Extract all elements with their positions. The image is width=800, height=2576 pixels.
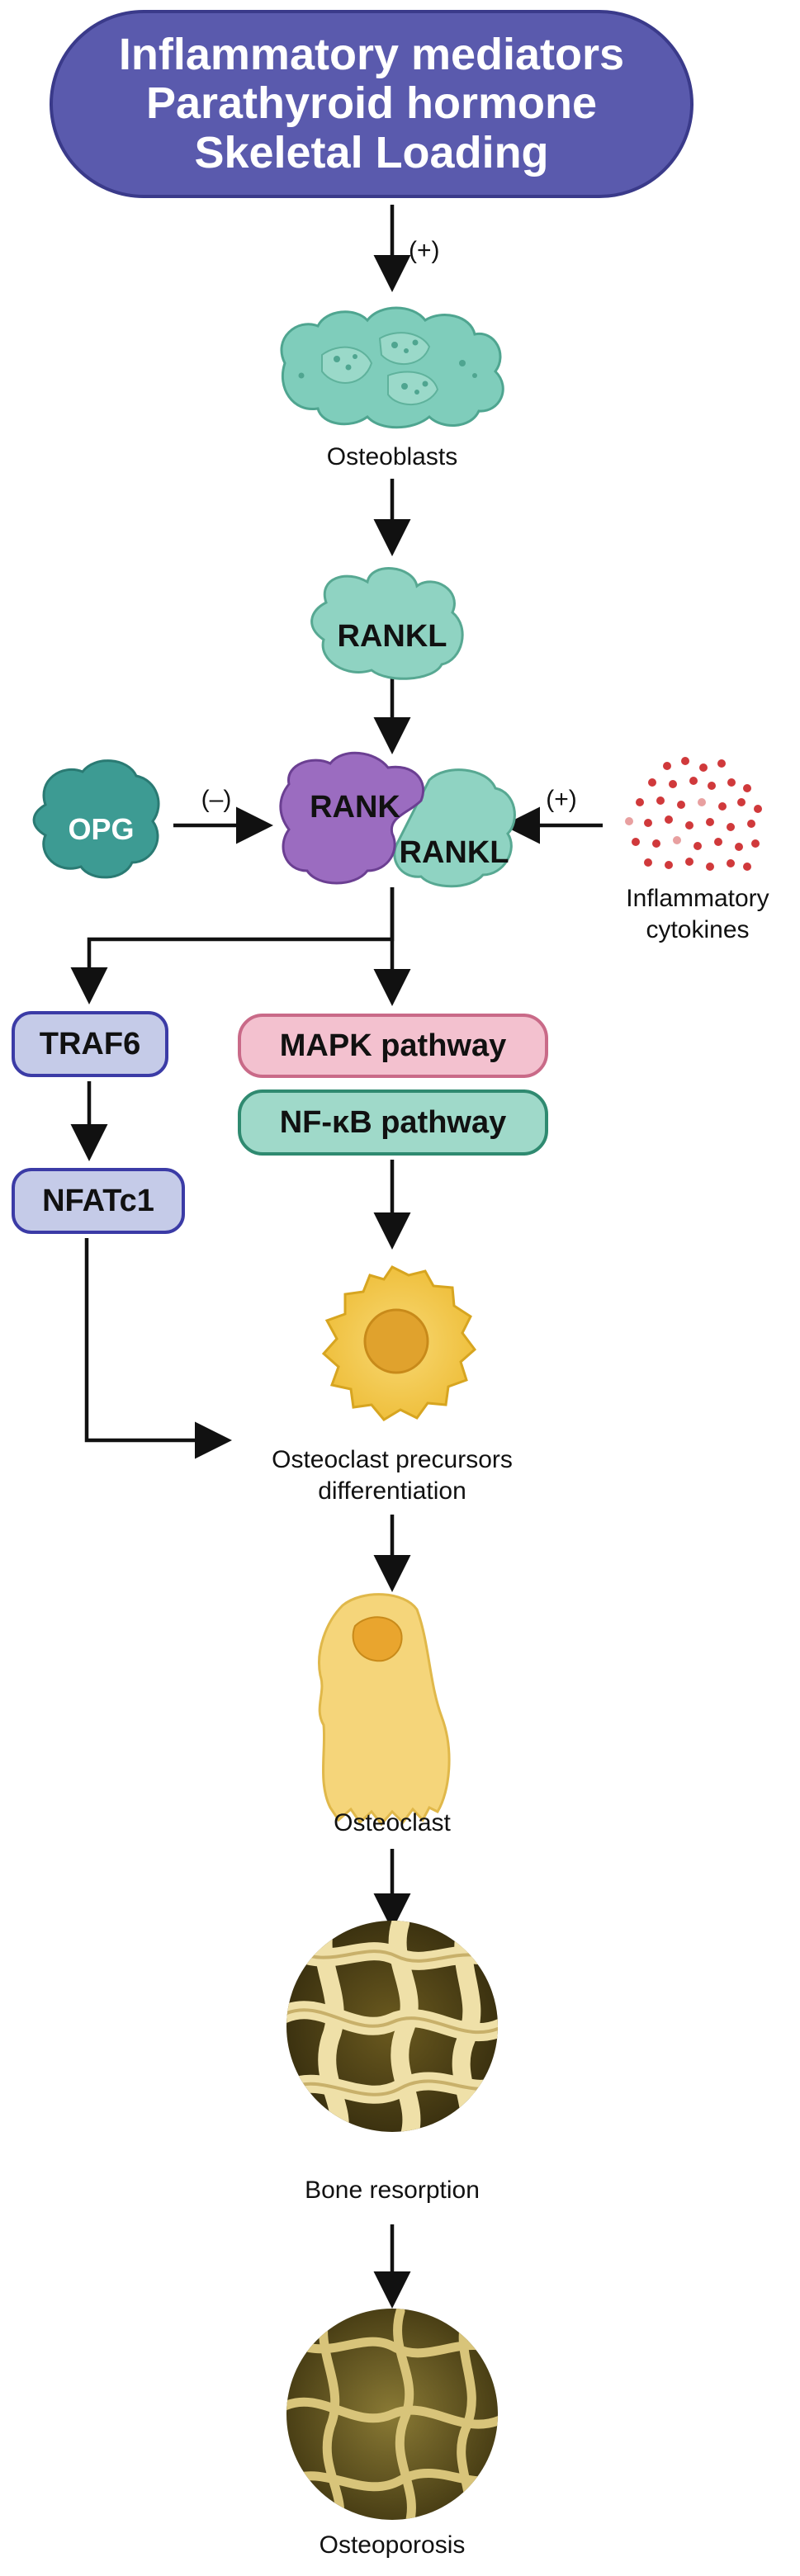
traf6-box: TRAF6: [12, 1011, 168, 1077]
bone-resorption-illustration: [286, 1921, 498, 2132]
mapk-pathway-box: MAPK pathway: [238, 1014, 548, 1078]
osteoporosis-illustration: [286, 2309, 498, 2520]
header-line-1: Inflammatory mediators: [118, 29, 625, 79]
header-line-2: Parathyroid hormone: [145, 78, 598, 129]
nfkb-pathway-box: NF-κB pathway: [238, 1089, 548, 1156]
opg-label: OPG: [68, 812, 135, 846]
osteoblasts-illustration: [280, 306, 504, 429]
osteoclast-precursors-label: Osteoclast precursors differentiation: [211, 1444, 574, 1506]
osteoclast-precursor-illustration: [321, 1265, 477, 1421]
plus-sign-top: (+): [409, 237, 440, 264]
osteoclast-precursors-line-1: Osteoclast precursors: [272, 1446, 513, 1473]
minus-sign-opg: (–): [201, 786, 232, 813]
rankl-complex-label: RANKL: [399, 835, 509, 870]
bone-resorption-label: Bone resorption: [305, 2177, 480, 2204]
inflammatory-cytokines-label: Inflammatory cytokines: [603, 883, 793, 945]
rankl-illustration: [310, 567, 464, 680]
inflammatory-cytokines-line-1: Inflammatory: [626, 885, 769, 912]
rank-rankl-complex-illustration: [279, 751, 516, 888]
osteoclast-precursors-line-2: differentiation: [318, 1477, 466, 1505]
rank-label: RANK: [310, 790, 400, 825]
arrow-nfatc1-to-precursor: [84, 1238, 232, 1459]
cytokine-dots: [625, 757, 762, 871]
arrow-complex-to-traf6: [70, 887, 395, 1004]
rankl-label: RANKL: [337, 619, 447, 654]
arrows: [70, 205, 603, 2309]
nfatc1-box: NFATc1: [12, 1168, 185, 1234]
plus-sign-cytokines: (+): [546, 786, 577, 813]
osteoclast-illustration: [318, 1593, 451, 1827]
header-line-3: Skeletal Loading: [194, 127, 549, 177]
inflammatory-cytokines-line-2: cytokines: [646, 915, 750, 943]
osteoclast-label: Osteoclast: [334, 1809, 451, 1836]
osteoporosis-label: Osteoporosis: [319, 2531, 466, 2559]
header-mediators-box: Inflammatory mediators Parathyroid hormo…: [50, 10, 693, 198]
opg-illustration: [32, 759, 160, 879]
osteoblasts-label: Osteoblasts: [326, 443, 458, 470]
